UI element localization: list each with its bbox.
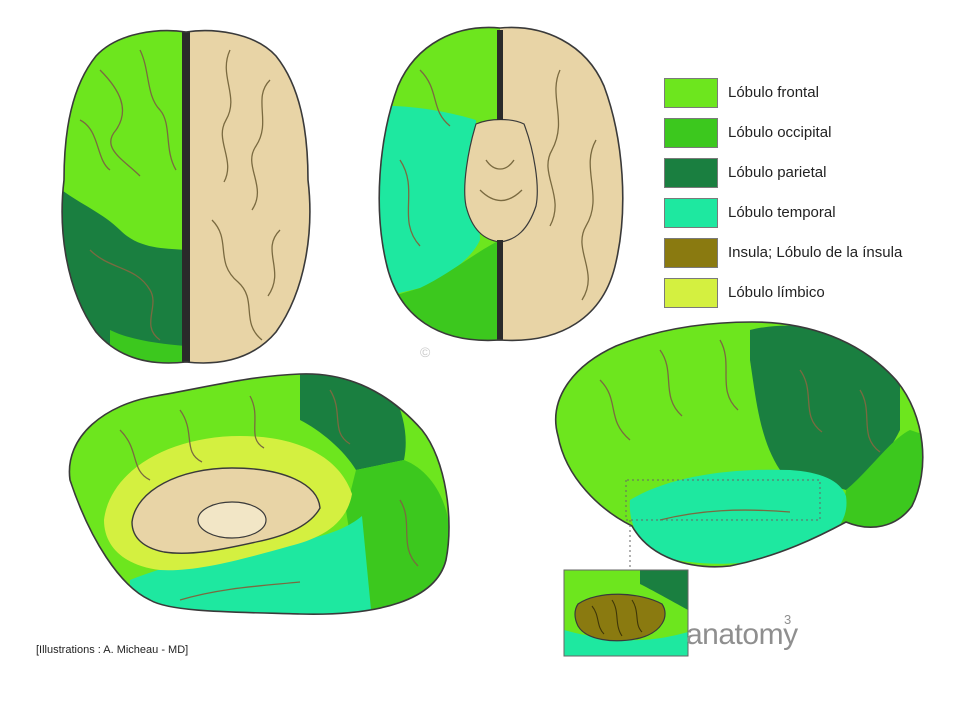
lateral-view-temporal-lobe bbox=[629, 469, 847, 564]
superior-view bbox=[62, 30, 310, 363]
lateral-view-parietal-lobe bbox=[750, 325, 900, 490]
legend-swatch-insula bbox=[664, 238, 718, 268]
inferior-view-sulci bbox=[399, 69, 597, 301]
inferior-view bbox=[379, 27, 623, 341]
insula-inset bbox=[564, 570, 688, 656]
lobe-legend: Lóbulo frontal Lóbulo occipital Lóbulo p… bbox=[664, 78, 954, 318]
superior-view-outline bbox=[61, 29, 311, 364]
legend-item-occipital: Lóbulo occipital bbox=[664, 118, 954, 158]
insula-sulci bbox=[591, 599, 643, 637]
legend-label-limbic: Lóbulo límbico bbox=[728, 284, 825, 301]
legend-swatch-frontal bbox=[664, 78, 718, 108]
legend-item-limbic: Lóbulo límbico bbox=[664, 278, 954, 318]
legend-swatch-limbic bbox=[664, 278, 718, 308]
lateral-view bbox=[555, 322, 923, 567]
legend-label-insula: Insula; Lóbulo de la ínsula bbox=[728, 244, 903, 261]
medial-view-temporal-lobe bbox=[130, 516, 372, 615]
legend-label-parietal: Lóbulo parietal bbox=[728, 164, 827, 181]
inferior-posterior-fissure bbox=[497, 240, 503, 340]
copyright-watermark: © bbox=[420, 344, 431, 360]
anatomy-brand-logo: anatomy bbox=[686, 618, 798, 651]
legend-label-frontal: Lóbulo frontal bbox=[728, 84, 819, 101]
legend-item-insula: Insula; Lóbulo de la ínsula bbox=[664, 238, 954, 278]
medial-view bbox=[69, 373, 449, 615]
legend-item-temporal: Lóbulo temporal bbox=[664, 198, 954, 238]
insula-inset-border bbox=[563, 569, 689, 657]
legend-swatch-occipital bbox=[664, 118, 718, 148]
medial-view-parietal-lobe bbox=[300, 373, 406, 470]
insula bbox=[574, 593, 666, 642]
anatomy-brand-superscript: 3 bbox=[784, 612, 792, 627]
legend-label-temporal: Lóbulo temporal bbox=[728, 204, 836, 221]
insula-inset-parietal bbox=[640, 570, 688, 610]
thalamus bbox=[197, 501, 267, 539]
legend-label-occipital: Lóbulo occipital bbox=[728, 124, 832, 141]
lateral-view-outline bbox=[554, 321, 924, 568]
legend-item-parietal: Lóbulo parietal bbox=[664, 158, 954, 198]
medial-view-occipital-lobe bbox=[346, 460, 449, 615]
inferior-view-temporal-lobe bbox=[379, 105, 480, 300]
brainstem-cerebellum bbox=[464, 118, 538, 243]
inferior-view-outline bbox=[378, 26, 624, 342]
superior-view-occipital-patch bbox=[110, 330, 186, 363]
medial-view-outline bbox=[68, 373, 450, 615]
superior-view-sulci bbox=[79, 49, 281, 341]
insula-inset-temporal bbox=[564, 630, 688, 656]
illustration-credit: [Illustrations : A. Micheau - MD] bbox=[36, 644, 189, 656]
longitudinal-fissure bbox=[182, 30, 190, 363]
inferior-longitudinal-fissure bbox=[497, 30, 503, 120]
legend-swatch-temporal bbox=[664, 198, 718, 228]
lateral-view-guide-lines bbox=[625, 479, 821, 521]
legend-item-frontal: Lóbulo frontal bbox=[664, 78, 954, 118]
lateral-view-sulci bbox=[599, 339, 881, 521]
legend-swatch-parietal bbox=[664, 158, 718, 188]
medial-view-sulci bbox=[119, 389, 419, 601]
superior-view-right-hemisphere bbox=[186, 30, 310, 363]
